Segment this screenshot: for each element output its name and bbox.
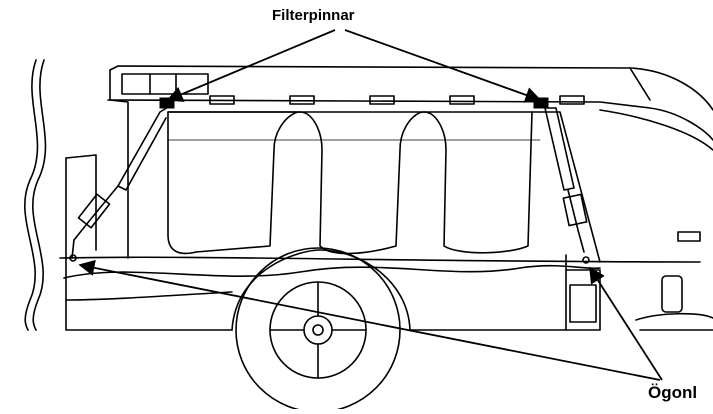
rear-support-strut — [544, 107, 575, 191]
callout-arrow-bottom-right — [589, 266, 663, 381]
front-eye-bolt — [69, 254, 77, 262]
rear-badge — [677, 231, 701, 242]
callout-label-eye-bolts: Ögonl — [648, 383, 698, 402]
canopy-outline — [109, 65, 713, 111]
hub — [303, 315, 333, 345]
truck-bed-side — [65, 157, 567, 331]
bed-lower-edge — [65, 291, 233, 301]
front-strap — [73, 185, 119, 241]
bed-wave — [63, 264, 601, 279]
front-ratchet — [77, 193, 111, 229]
callout-arrow-bottom-left — [78, 259, 661, 381]
hopper-2 — [299, 111, 425, 255]
wheel-well — [231, 249, 411, 331]
cab-break-edge — [24, 59, 39, 331]
rear-strap — [567, 189, 585, 253]
canopy-rear — [539, 111, 601, 263]
tail-light — [661, 275, 683, 313]
hopper-1 — [167, 111, 301, 255]
hopper-3 — [423, 111, 533, 254]
callout-label-filter-pins: Filterpinnar — [272, 7, 355, 24]
rear-ratchet — [562, 193, 588, 227]
rear-eye-bolt — [582, 256, 590, 264]
canopy-front — [109, 69, 129, 259]
tire — [235, 247, 401, 413]
warning-label — [121, 73, 209, 95]
bed-top-rail — [59, 256, 701, 263]
front-support-strut — [117, 105, 171, 191]
bed-front-corner — [65, 154, 97, 251]
filter-pin-left — [159, 97, 175, 109]
callout-arrow-top-left — [166, 29, 336, 102]
cab-break-edge-inner — [32, 59, 47, 331]
callout-arrow-top-right — [344, 29, 542, 103]
canopy-rail — [107, 99, 713, 141]
